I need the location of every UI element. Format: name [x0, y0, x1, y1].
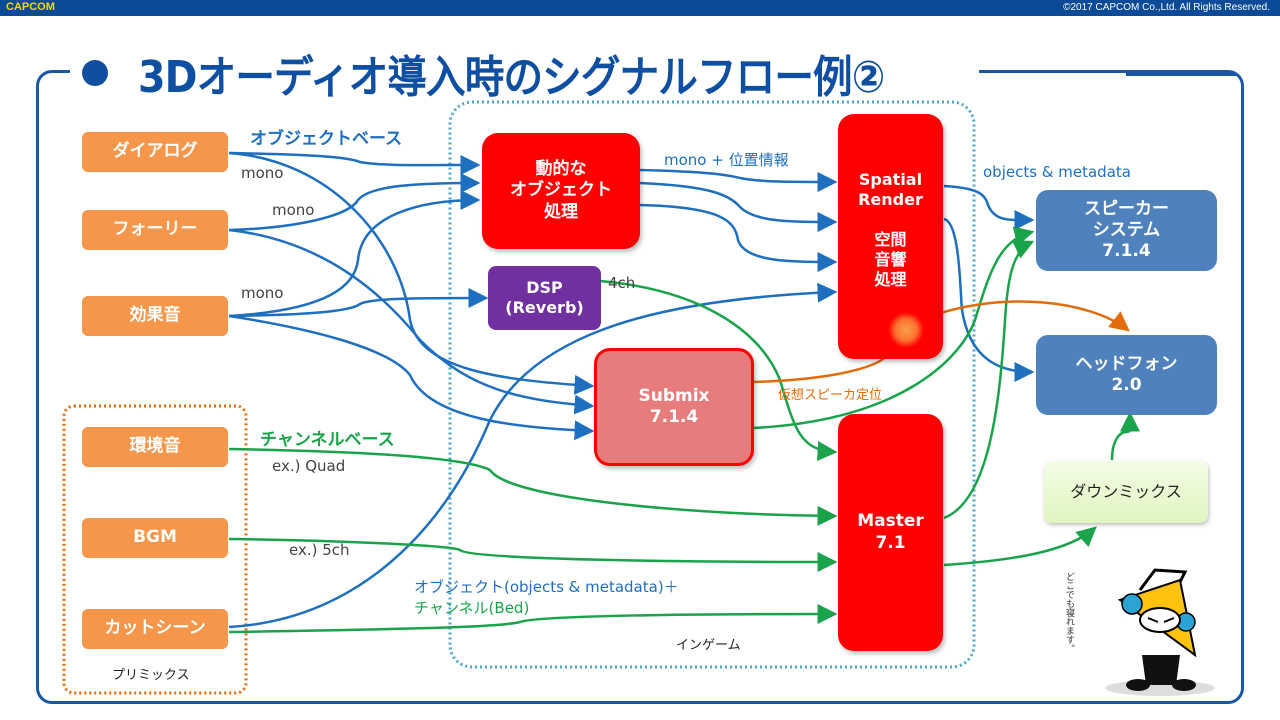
source-sfx[interactable]: 効果音: [82, 296, 228, 336]
premix-region: [62, 404, 248, 695]
object-based-heading: オブジェクトベース: [250, 129, 403, 149]
spatial-render[interactable]: Spatial Render 空間 音響 処理: [838, 114, 943, 359]
slide-title: 3Dオーディオ導入時のシグナルフロー例②: [138, 52, 885, 103]
virtual-speaker-glow: [888, 312, 924, 348]
title-bar: 3Dオーディオ導入時のシグナルフロー例②: [70, 46, 980, 103]
dsp-4ch-label: 4ch: [608, 274, 636, 292]
dynamic-object-processor[interactable]: 動的な オブジェクト 処理: [482, 133, 640, 249]
flow-cutscene-to-master: [228, 604, 838, 634]
flow-foley-to-submix: [228, 228, 595, 415]
flow-bgm-to-master: [228, 537, 838, 572]
source-dialog[interactable]: ダイアログ: [82, 132, 228, 172]
submix[interactable]: Submix 7.1.4: [594, 348, 754, 466]
top-bar: CAPCOM ©2017 CAPCOM Co.,Ltd. All Rights …: [0, 0, 1280, 16]
speaker-system-output[interactable]: スピーカー システム 7.1.4: [1036, 190, 1217, 271]
objects-metadata-label: objects & metadata: [983, 163, 1131, 181]
flow-downmix-to-headphone: [1110, 411, 1141, 461]
flow-object-to-spatial-1: [639, 168, 838, 192]
mascot-caption: どこでも寝れます。: [1064, 572, 1074, 653]
flow-object-to-spatial-3: [639, 203, 838, 272]
flow-foley-to-object: [228, 173, 481, 232]
flow-dsp-to-master: [599, 279, 838, 461]
source-foley[interactable]: フォーリー: [82, 210, 228, 250]
mascot-illustration: [1105, 568, 1215, 696]
flow-cutscene-to-spatial: [228, 282, 838, 629]
source-ambience[interactable]: 環境音: [82, 427, 228, 467]
flow-master-to-downmix: [943, 526, 1097, 567]
source-bgm[interactable]: BGM: [82, 518, 228, 558]
object-channel-label-2: チャンネル(Bed): [414, 599, 530, 617]
flow-sfx-to-object: [228, 190, 481, 318]
headphone-output[interactable]: ヘッドフォン 2.0: [1036, 335, 1217, 415]
object-channel-label-1: オブジェクト(objects & metadata)＋: [414, 578, 679, 596]
channel-based-heading: チャンネルベース: [260, 430, 395, 450]
master-bus[interactable]: Master 7.1: [838, 414, 943, 651]
virtual-speaker-label: 仮想スピーカ定位: [778, 388, 883, 403]
dsp-reverb[interactable]: DSP (Reverb): [488, 266, 601, 330]
flow-dialog-to-object: [228, 151, 481, 176]
downmix[interactable]: ダウンミックス: [1044, 461, 1208, 523]
premix-label: プリミックス: [112, 668, 190, 683]
flow-object-to-spatial-2: [639, 181, 838, 232]
mono-label-sfx: mono: [241, 284, 284, 302]
mono-label-dialog: mono: [241, 164, 284, 182]
flow-sfx-to-submix: [228, 314, 595, 441]
capcom-logo: CAPCOM: [6, 1, 55, 13]
ex-5ch-label: ex.) 5ch: [289, 541, 350, 559]
bullet-icon: [82, 60, 108, 86]
flow-sfx-to-dsp: [228, 288, 489, 318]
title-rule: [1126, 73, 1236, 76]
mono-position-label: mono + 位置情報: [664, 151, 789, 169]
mono-label-foley: mono: [272, 201, 315, 219]
ex-quad-label: ex.) Quad: [272, 457, 346, 475]
flow-spatial-to-headphone: [943, 217, 1035, 382]
ingame-label: インゲーム: [676, 638, 741, 653]
ingame-region: [448, 100, 976, 669]
flow-submix-to-speaker: [753, 226, 1035, 430]
flow-dialog-to-submix: [228, 151, 595, 395]
flow-spatial-to-headphone-virtual: [925, 300, 1130, 332]
flow-spatial-to-speaker: [943, 184, 1035, 231]
copyright-text: ©2017 CAPCOM Co.,Ltd. All Rights Reserve…: [1063, 2, 1270, 13]
flow-ambience-to-master: [228, 447, 838, 526]
flow-master-to-speaker: [943, 240, 1035, 520]
source-cutscene[interactable]: カットシーン: [82, 609, 228, 649]
